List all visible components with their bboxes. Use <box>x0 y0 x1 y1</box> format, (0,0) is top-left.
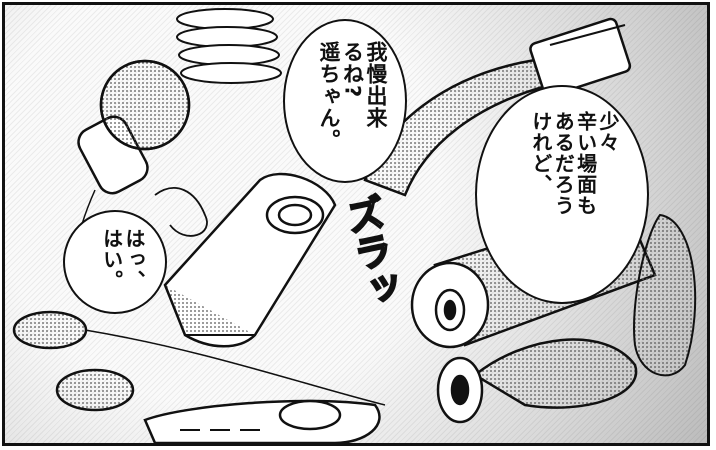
speech-bubble-left: はっ、 はい。 <box>63 210 167 314</box>
speech-text-right: 少々 辛い場面も あるだろう けれど、 <box>528 111 620 216</box>
speech-bubble-top: 我慢出来 るね? 遥ちゃん。 <box>283 19 407 183</box>
speech-bubble-right: 少々 辛い場面も あるだろう けれど、 <box>475 85 649 304</box>
manga-panel: 我慢出来 るね? 遥ちゃん。 少々 辛い場面も あるだろう けれど、 はっ、 は… <box>2 2 710 446</box>
suction-toy <box>436 338 638 424</box>
eggs <box>12 310 386 412</box>
speech-text-top: 我慢出来 るね? 遥ちゃん。 <box>316 41 388 151</box>
speech-text-left: はっ、 はい。 <box>99 228 146 291</box>
massager-ball <box>75 59 191 306</box>
bead-stack <box>176 8 282 84</box>
remote-control <box>154 172 337 348</box>
textured-toy <box>633 213 697 377</box>
bottom-controller <box>143 399 381 443</box>
